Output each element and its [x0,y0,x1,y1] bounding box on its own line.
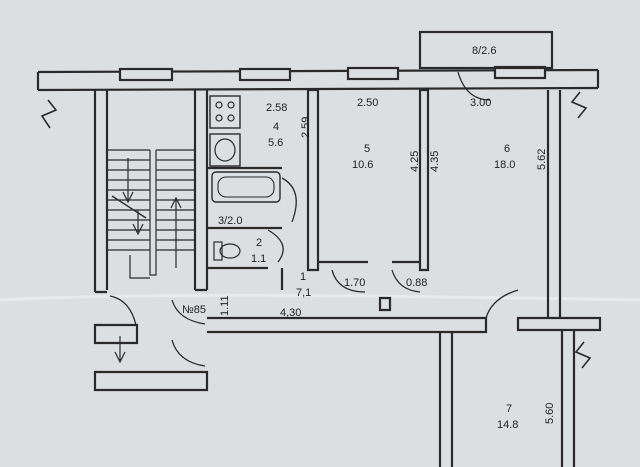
room7-area: 14.8 [497,419,518,431]
room7-right-wall [560,330,576,467]
dim-kitchen-width: 2.58 [266,102,287,114]
dim-closet-a: 1.70 [344,277,365,289]
room6-lower-door [485,289,519,319]
room3-label: 3/2.0 [218,215,242,227]
apartment-number: №85 [182,304,206,316]
window-stair [118,67,174,82]
dim-hall-length: 4,30 [280,307,301,319]
break-mark-left [40,99,58,129]
room4-number: 4 [273,121,279,133]
dim-room7-depth: 5.60 [544,403,556,424]
entry-wall [93,323,139,345]
room6-door [457,71,491,101]
room7-number: 7 [506,403,512,415]
stair-right-wall [193,90,209,290]
room5-left-wall [306,88,320,272]
bath-walls [207,166,282,270]
stair-landing-arrow [132,210,144,236]
room1-number: 1 [300,271,306,283]
room2-number: 2 [256,237,262,249]
stair-left-wall [93,90,109,292]
room4-area: 5.6 [268,137,283,149]
entry-step [93,370,209,392]
closet-door [391,269,421,293]
stair-steps [108,149,194,279]
window-kitchen [238,67,292,82]
room5-right-wall [418,88,430,272]
entry-door-lower [171,339,206,367]
room6-area: 18.0 [494,159,515,171]
room5-area: 10.6 [352,159,373,171]
entry-arrow [114,336,126,364]
dim-room6-depth: 5.62 [536,149,548,170]
balcony-outline [418,30,554,70]
break-mark-right [570,91,588,119]
room2-area: 1.1 [251,253,266,265]
stove [209,95,241,129]
dim-room5-depth: 4.25 [409,151,421,172]
room1-area: 7,1 [296,287,311,299]
stair-exit-door [109,295,137,326]
entry-door [171,299,206,325]
dim-closet-b: 0.88 [406,277,427,289]
room6-number: 6 [504,143,510,155]
hall-bottom-wall [207,316,488,334]
bath-door [281,177,297,223]
room7-left-wall [438,332,454,467]
toilet [213,241,223,261]
stair-bottom-wall [95,288,207,294]
paper-fold [0,293,640,302]
balcony-label: 8/2.6 [472,45,496,57]
room5-number: 5 [364,143,370,155]
closet-wall [378,296,392,312]
wc-door [267,229,284,263]
stair-arrow-down [122,158,134,204]
sink [209,133,241,167]
stair-break [111,195,147,219]
dim-room5-right-depth: 4.35 [429,151,441,172]
dim-room6-width: 3.00 [470,97,491,109]
bathtub [211,171,281,203]
room6-bottom-wall [516,316,602,332]
window-room5 [346,66,400,81]
dim-room5-width: 2.50 [357,97,378,109]
dim-kitchen-depth: 2.59 [300,117,312,138]
dim-hall-width: 1.11 [219,295,231,316]
room5-door [331,269,366,293]
break-mark-right-lower [574,341,592,369]
room6-right-wall [546,90,562,318]
stair-arrow-up [170,196,182,268]
